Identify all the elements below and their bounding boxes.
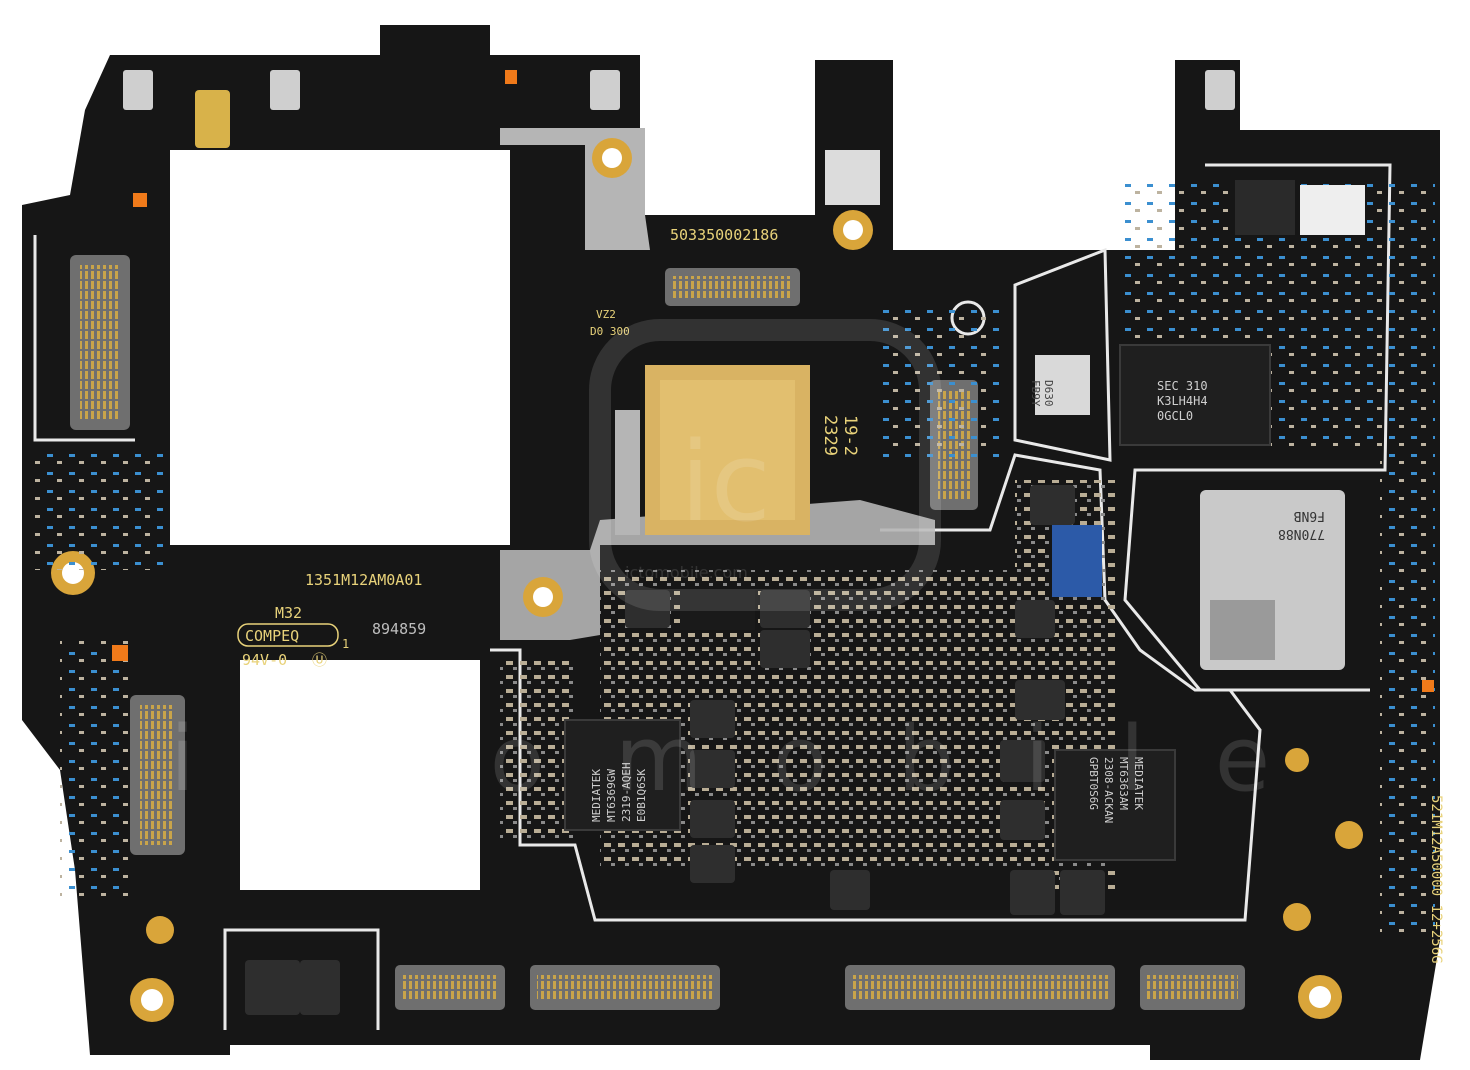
watermark-logo: ic <box>680 418 771 546</box>
inductor <box>690 845 735 883</box>
pmic-left-line3: 2319-AQEH <box>620 762 633 822</box>
board-part-number: 503350002186 <box>670 226 778 244</box>
passive-field-left-edge <box>35 450 165 570</box>
passive-field-mid <box>880 310 1000 460</box>
pmic-right-line3: 2308-ACKAN <box>1102 757 1115 823</box>
metal-shield-cpu-edge <box>615 410 640 535</box>
mic-gold <box>195 90 230 148</box>
coax-connector <box>1283 903 1311 931</box>
pmic-left-line2: MT6369GW <box>605 769 618 822</box>
pmic-right-line1: MEDIATEK <box>1132 757 1145 810</box>
pmic-left <box>564 719 681 831</box>
qfn-line2: FB9Y <box>1029 380 1042 407</box>
inductor <box>690 750 735 788</box>
metal-shield-middle <box>500 500 935 640</box>
pmic-right-line2: MT6363AM <box>1117 757 1130 810</box>
passive-field-left-lower <box>60 640 130 900</box>
rf-module-qr <box>1210 600 1275 660</box>
qr-sticker-top <box>825 150 880 205</box>
ul-code: M32 <box>275 604 302 622</box>
coax-connector <box>1285 748 1309 772</box>
side-code: 521M12A50000 12+256G <box>1428 795 1444 964</box>
inductor <box>625 590 670 628</box>
memory-chip <box>1119 344 1271 446</box>
trace-inner <box>1013 247 1112 462</box>
memory-line3: 0GCL0 <box>1157 409 1193 423</box>
inductor <box>1015 600 1055 638</box>
vz-label: VZ2 <box>596 308 616 321</box>
pmic-left-line4: E0B1Q6SK <box>635 769 648 822</box>
ul-mark: Ⓤ <box>312 651 327 669</box>
antenna-clip <box>590 70 620 110</box>
inductor <box>245 960 300 1015</box>
maker-suffix: 1 <box>342 637 349 651</box>
antenna-clip <box>1205 70 1235 110</box>
board-model-code: 1351M12AM0A01 <box>305 571 422 589</box>
pmic-left-line1: MEDIATEK <box>590 769 603 822</box>
trace-left <box>33 235 135 442</box>
qfn-line1: D630 <box>1042 380 1055 407</box>
vz-code: D0 300 <box>590 325 630 338</box>
white-sensor <box>1300 185 1365 235</box>
inductor <box>690 700 735 738</box>
inductor <box>760 590 810 628</box>
memory-line1: SEC 310 <box>1157 379 1208 393</box>
rf-line1: 770N88 <box>1278 526 1325 541</box>
inductor <box>1015 680 1065 720</box>
small-ic <box>680 590 755 630</box>
watermark: ic ictomobile.com ictomobile <box>170 319 1340 812</box>
camera-cutout-top <box>170 150 510 545</box>
inductor <box>760 630 810 668</box>
memory-line2: K3LH4H4 <box>1157 394 1208 408</box>
inductor <box>1000 740 1045 782</box>
watermark-big: ictomobile <box>170 707 1340 812</box>
antenna-clip <box>123 70 153 110</box>
coax-connector <box>1335 821 1363 849</box>
pmic-right <box>1054 749 1176 861</box>
inductor <box>690 800 735 838</box>
antenna-clip <box>270 70 300 110</box>
small-qfn <box>1035 355 1090 415</box>
date-code-line2: 19-2 <box>840 415 860 456</box>
coax-connector <box>146 916 174 944</box>
lot-number: 894859 <box>372 620 426 638</box>
inductor <box>1060 870 1105 915</box>
trace-bottom-box <box>223 928 380 1030</box>
passive-field-edge <box>1380 180 1435 940</box>
soc-gold-inner <box>660 380 795 520</box>
rf-line2: F6NB <box>1294 508 1325 523</box>
passive-field-left <box>500 660 575 840</box>
date-code: 2329 <box>820 415 840 456</box>
maker-name: COMPEQ <box>245 627 299 645</box>
inductor <box>300 960 340 1015</box>
flame-rating: 94V-0 <box>242 651 287 669</box>
blue-chip <box>1052 525 1102 597</box>
square-ic-topright <box>1235 180 1295 235</box>
camera-cutout-bottom <box>240 660 480 890</box>
inductor <box>1010 870 1055 915</box>
watermark-site: ictomobile.com <box>625 563 748 582</box>
inductor <box>1030 485 1075 525</box>
inductor <box>1000 800 1045 840</box>
trace-right <box>1123 163 1392 692</box>
inductor <box>830 870 870 910</box>
pmic-right-line4: GPBT0S6G <box>1087 757 1100 810</box>
